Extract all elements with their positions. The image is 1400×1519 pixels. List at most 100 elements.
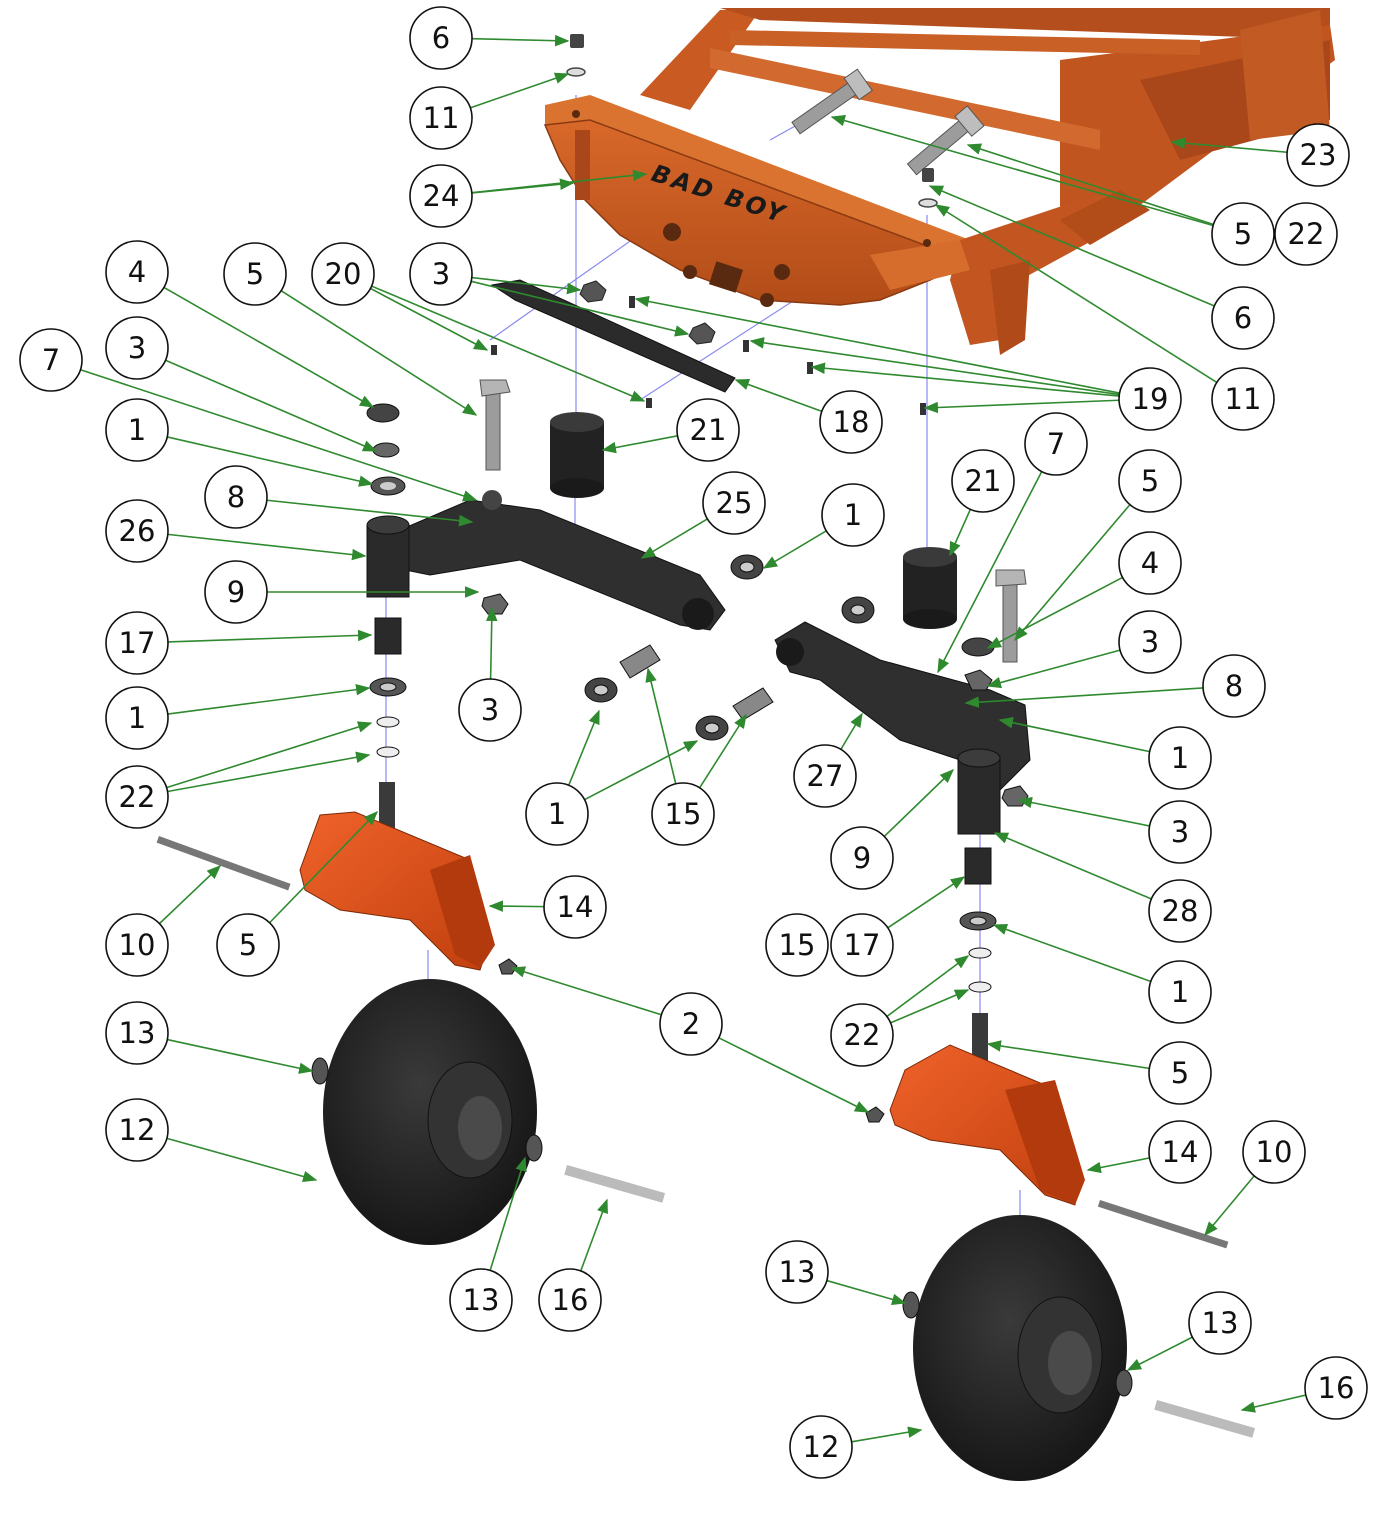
callout-circle (1211, 202, 1275, 266)
callout-circle (821, 483, 885, 547)
leader-line-1 (167, 683, 371, 715)
callout-number: 5 (1234, 217, 1252, 251)
callout-balloon-16: 16 (538, 1268, 602, 1332)
callout-number: 17 (844, 928, 881, 962)
callout-circle (1118, 610, 1182, 674)
callout-balloon-22: 22 (830, 1003, 894, 1067)
callout-circle (105, 499, 169, 563)
callout-number: 9 (853, 841, 871, 875)
callout-number: 12 (803, 1430, 840, 1464)
callout-number: 19 (1132, 382, 1169, 416)
callout-circle (105, 913, 169, 977)
pivot-bolt-left (479, 379, 511, 471)
callout-number: 10 (119, 928, 156, 962)
leader-line-16 (580, 1198, 608, 1272)
callout-number: 1 (1171, 975, 1189, 1009)
leader-line-3 (1017, 796, 1150, 827)
callout-balloon-13: 13 (1188, 1291, 1252, 1355)
callout-balloon-12: 12 (105, 1098, 169, 1162)
callout-balloon-10: 10 (105, 913, 169, 977)
callout-balloon-25: 25 (702, 471, 766, 535)
callout-number: 15 (779, 928, 816, 962)
callout-number: 1 (548, 797, 566, 831)
leader-line-19 (810, 362, 1120, 397)
callout-balloon-18: 18 (819, 390, 883, 454)
callout-circle (702, 471, 766, 535)
callout-number: 21 (690, 413, 727, 447)
callout-circle (525, 782, 589, 846)
callout-circle (19, 328, 83, 392)
callout-circle (105, 686, 169, 750)
callout-balloon-3: 3 (1118, 610, 1182, 674)
callout-circle (1118, 367, 1182, 431)
leader-line-14 (488, 900, 545, 912)
leader-line-5 (1014, 504, 1131, 642)
callout-balloon-14: 14 (1148, 1120, 1212, 1184)
callout-number: 5 (1171, 1056, 1189, 1090)
callout-circle (538, 1268, 602, 1332)
callout-balloon-1: 1 (821, 483, 885, 547)
callout-circle (1118, 449, 1182, 513)
callout-number: 13 (779, 1255, 816, 1289)
callout-number: 3 (432, 257, 450, 291)
callout-circle (830, 826, 894, 890)
callout-number: 18 (833, 405, 870, 439)
callout-balloon-22: 22 (1274, 202, 1338, 266)
leader-line-12 (166, 1137, 318, 1183)
callout-balloon-3: 3 (1148, 800, 1212, 864)
leader-line-17 (167, 629, 373, 643)
callout-number: 1 (128, 701, 146, 735)
callout-balloon-19: 19 (1118, 367, 1182, 431)
callout-number: 28 (1162, 894, 1199, 928)
callout-circle (105, 765, 169, 829)
callout-number: 5 (239, 928, 257, 962)
callout-balloon-4: 4 (1118, 531, 1182, 595)
leader-line-8 (266, 499, 474, 527)
callout-circle (1148, 726, 1212, 790)
callout-balloon-4: 4 (105, 240, 169, 304)
leader-line-13 (1126, 1336, 1193, 1371)
rubber-bumpers (550, 412, 957, 629)
callout-circle (105, 398, 169, 462)
callout-circle (1148, 960, 1212, 1024)
leader-line-6 (471, 34, 570, 47)
leader-line-15 (698, 713, 747, 789)
callout-number: 11 (1225, 382, 1262, 416)
callout-number: 1 (1171, 741, 1189, 775)
leader-line-3 (986, 649, 1121, 689)
callout-balloon-17: 17 (105, 611, 169, 675)
callout-number: 21 (965, 464, 1002, 498)
callout-balloon-5: 5 (1148, 1041, 1212, 1105)
callout-number: 3 (481, 693, 499, 727)
leader-line-3 (485, 606, 498, 680)
leader-line-20 (371, 285, 646, 402)
leader-line-22 (886, 955, 970, 1018)
callout-balloon-6: 6 (1211, 286, 1275, 350)
callout-balloon-2: 2 (659, 992, 723, 1056)
callout-circle (765, 913, 829, 977)
callout-circle (409, 86, 473, 150)
callout-circle (1148, 879, 1212, 943)
callout-balloon-12: 12 (789, 1415, 853, 1479)
callout-circle (1148, 1120, 1212, 1184)
leader-line-2 (718, 1037, 870, 1113)
leader-line-1 (998, 717, 1150, 753)
callout-number: 3 (1141, 625, 1159, 659)
callout-circle (830, 1003, 894, 1067)
callout-balloon-8: 8 (1202, 654, 1266, 718)
callout-balloon-6: 6 (409, 6, 473, 70)
callout-number: 13 (1202, 1306, 1239, 1340)
callout-balloon-14: 14 (543, 875, 607, 939)
callout-circle (1211, 286, 1275, 350)
callout-number: 12 (119, 1113, 156, 1147)
leader-line-1 (992, 923, 1152, 983)
callout-balloon-24: 24 (409, 164, 473, 228)
leader-line-3 (471, 276, 582, 295)
leader-line-5 (986, 1040, 1150, 1070)
leader-line-15 (645, 667, 677, 785)
callout-circle (1024, 412, 1088, 476)
callout-circle (105, 611, 169, 675)
leader-line-17 (887, 876, 966, 929)
callout-circle (105, 1098, 169, 1162)
